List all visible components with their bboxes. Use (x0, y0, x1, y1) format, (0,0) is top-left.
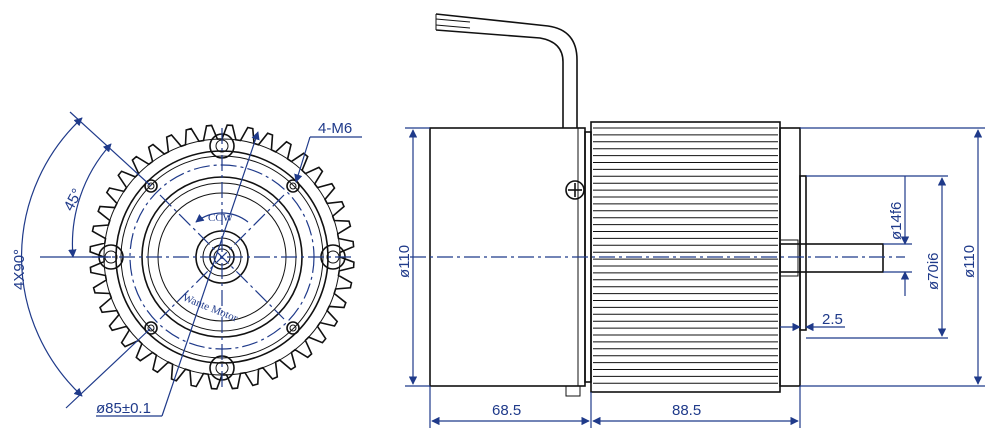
len-a-label: 68.5 (492, 402, 521, 419)
stator-fins (593, 127, 778, 384)
bolt-hole-ur (286, 179, 300, 193)
pcd-label: ø85±0.1 (96, 400, 151, 417)
pilot-dia-label: ø70i6 (925, 252, 942, 290)
outer-dia-label: ø110 (961, 245, 978, 278)
angle-4x90-label: 4X90° (11, 249, 28, 290)
bolt-hole-lr (286, 321, 300, 335)
front-view: CCW Wante Motor 4-M6 45° 4X90° ø85±0.1 (11, 111, 362, 417)
pilot-boss (799, 175, 807, 331)
m6-bolt-label: 4-M6 (318, 120, 352, 137)
step-label: 2.5 (822, 311, 843, 328)
power-cable-2 (435, 29, 564, 128)
pcd-leader (161, 131, 260, 417)
shaft-dia-label: ø14f6 (888, 202, 905, 240)
m6-leader-diag (294, 136, 311, 183)
shaft-key (779, 239, 799, 277)
ccw-rotation-arrow (195, 212, 249, 223)
front-centerline-diag2 (159, 194, 285, 320)
angle-arc-4x90 (20, 117, 83, 397)
side-view: ø110 ø14f6 ø70i6 ø110 2.5 68.5 88.5 (396, 13, 985, 428)
bolt-hole-ul (144, 179, 158, 193)
cover-foot (565, 385, 581, 397)
cable-wire-3 (435, 24, 471, 29)
power-cable (435, 13, 578, 128)
angle-ref-line-3 (65, 327, 152, 409)
bolt-hole-ll (144, 321, 158, 335)
cover-screw (565, 180, 585, 200)
shaft (779, 243, 884, 273)
angle-ref-line-1 (69, 111, 152, 187)
rear-cover (429, 127, 586, 387)
len-b-label: 88.5 (672, 402, 701, 419)
body-dia-label: ø110 (396, 245, 413, 278)
cable-wire-2 (435, 18, 471, 23)
ccw-label: CCW (208, 212, 234, 224)
